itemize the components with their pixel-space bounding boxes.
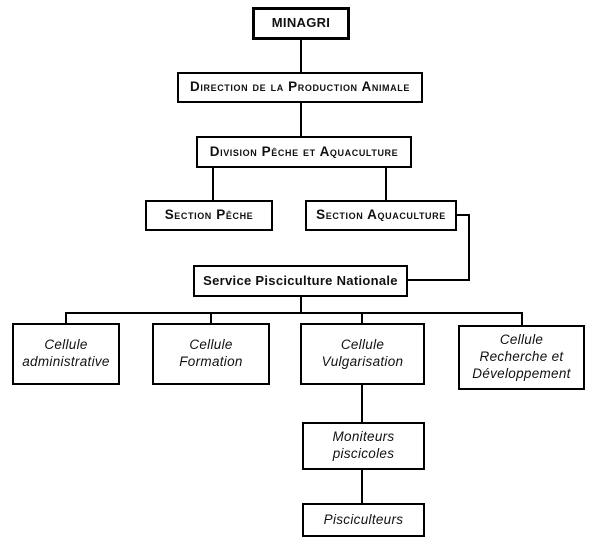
connector-drop-cellule-formation (210, 312, 212, 325)
connector-drop-cellule-recherche (521, 312, 523, 326)
connector-vulgarisation-moniteurs (361, 383, 363, 422)
connector-drop-cellule-administrative (65, 312, 67, 325)
node-cellule-recherche-developpement: Cellule Recherche et Développement (458, 325, 585, 390)
node-section-peche: Section Pêche (145, 200, 273, 231)
connector-bus-horizontal (65, 312, 523, 314)
connector-division-section-aquaculture (385, 166, 387, 202)
connector-division-section-peche (212, 166, 214, 202)
node-cellule-formation: Cellule Formation (152, 323, 270, 385)
node-label: Section Pêche (164, 207, 254, 223)
connector-aquaculture-elbow-v (468, 214, 470, 281)
node-label-line: Cellule (340, 337, 385, 353)
connector-aquaculture-elbow-h-bottom (406, 279, 470, 281)
node-section-aquaculture: Section Aquaculture (305, 200, 457, 231)
node-label-line: Cellule (44, 337, 88, 353)
connector-service-bus (300, 295, 302, 314)
node-label-line: administrative (22, 354, 110, 369)
node-label: Service Pisciculture Nationale (203, 272, 398, 288)
node-label: Division Pêche et Aquaculture (209, 143, 399, 159)
node-label: Direction de la Production Animale (190, 79, 410, 95)
node-label-line: Formation (179, 354, 243, 369)
node-cellule-administrative: Cellule administrative (12, 323, 120, 385)
node-moniteurs-piscicoles: Moniteurs piscicoles (302, 422, 425, 470)
connector-direction-division (300, 101, 302, 138)
node-label: Section Aquaculture (316, 207, 446, 223)
node-pisciculteurs: Pisciculteurs (302, 503, 425, 537)
connector-aquaculture-elbow-h-top (455, 214, 470, 216)
node-label: MINAGRI (271, 15, 331, 31)
connector-moniteurs-pisciculteurs (361, 468, 363, 505)
node-service-pisciculture-nationale: Service Pisciculture Nationale (193, 265, 408, 297)
node-label-line: Développement (472, 365, 571, 381)
node-label-line: Cellule (189, 337, 233, 353)
node-label-line: Cellule (499, 332, 544, 348)
node-division-peche-aquaculture: Division Pêche et Aquaculture (196, 136, 412, 168)
node-label-line: Recherche et (479, 349, 564, 365)
node-cellule-vulgarisation: Cellule Vulgarisation (300, 323, 425, 385)
node-label-line: Moniteurs (332, 429, 395, 445)
node-label: Pisciculteurs (323, 511, 404, 527)
node-direction-production-animale: Direction de la Production Animale (177, 72, 423, 103)
node-label-line: piscicoles (332, 446, 395, 461)
connector-drop-cellule-vulgarisation (361, 312, 363, 325)
node-label-line: Vulgarisation (321, 354, 404, 369)
node-minagri: MINAGRI (252, 7, 350, 40)
connector-minagri-direction (300, 38, 302, 74)
